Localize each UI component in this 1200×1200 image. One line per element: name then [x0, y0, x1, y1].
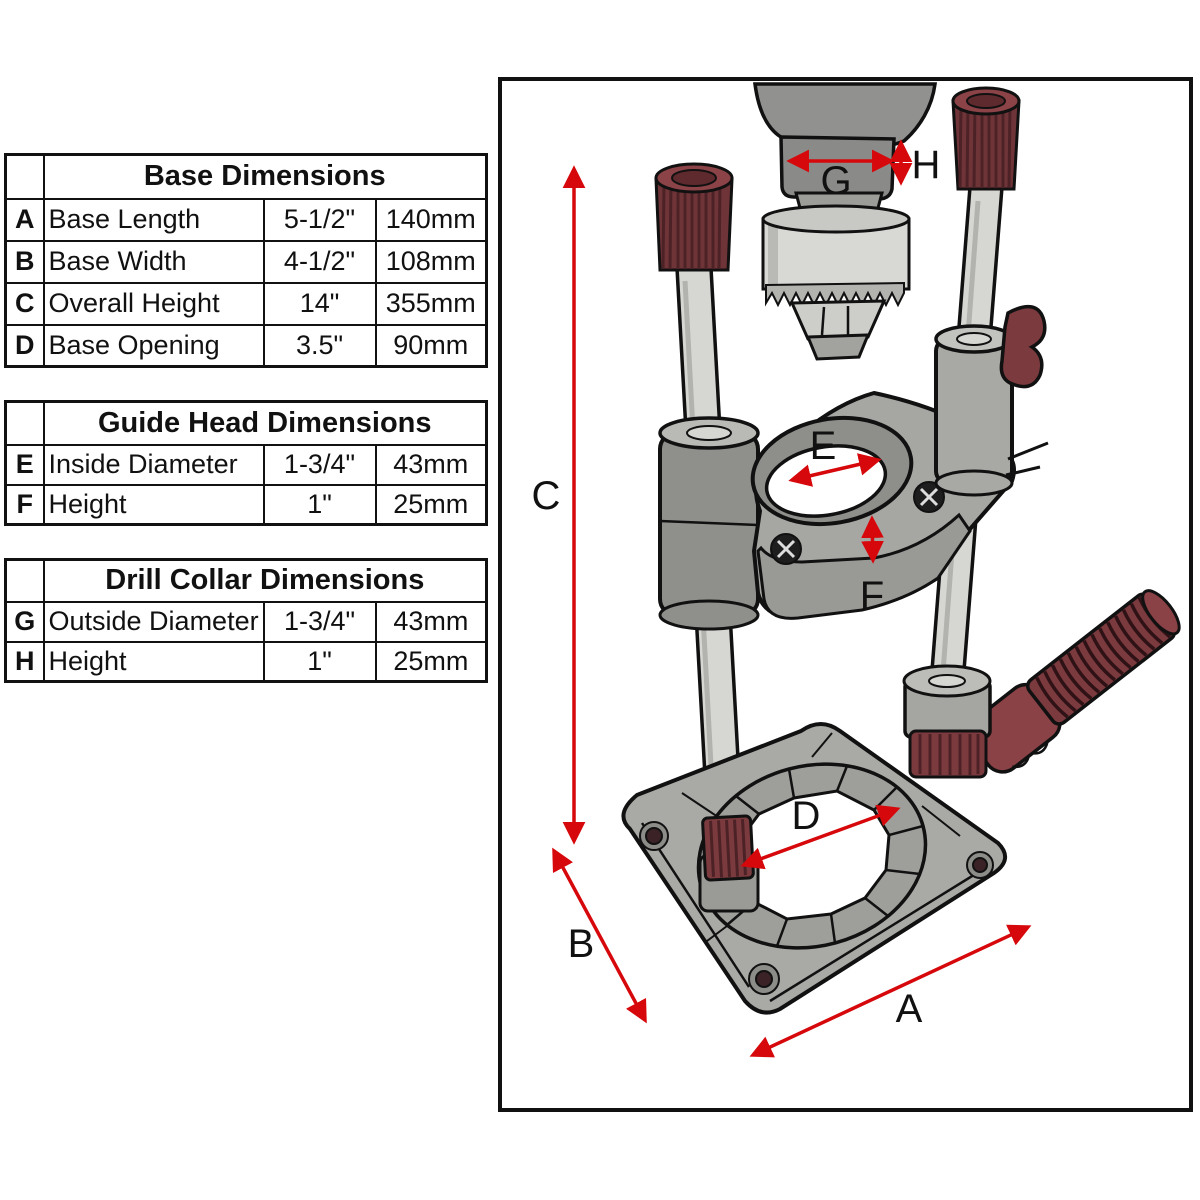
chuck-jaws: [789, 299, 887, 341]
dim-mm: 43mm: [374, 600, 488, 643]
clamp-screw: [770, 533, 802, 565]
dimension-arrow-d: [740, 804, 901, 870]
dimension-label-d: D: [792, 794, 821, 838]
base-dimensions-table: Base Dimensions A Base Length 5-1/2" 140…: [4, 153, 488, 368]
table-title: Guide Head Dimensions: [42, 400, 488, 446]
dim-letter: F: [4, 483, 45, 526]
dimension-arrow-f: [861, 515, 884, 564]
dim-mm: 355mm: [374, 281, 488, 326]
dim-letter: G: [4, 600, 45, 643]
dim-mm: 90mm: [374, 323, 488, 368]
dimension-label-g: G: [820, 159, 851, 203]
clamp-screw: [913, 481, 945, 513]
dimension-label-b: B: [568, 922, 595, 966]
table-title: Base Dimensions: [42, 153, 488, 200]
dim-name: Height: [42, 483, 265, 526]
dim-mm: 43mm: [374, 443, 488, 486]
dimension-arrow-a: [749, 924, 1032, 1058]
wing-lever: [999, 304, 1047, 389]
dim-mm: 108mm: [374, 239, 488, 284]
base-corner-screw: [639, 821, 669, 851]
dim-letter: C: [4, 281, 45, 326]
table-row: G Outside Diameter 1-3/4" 43mm: [4, 600, 488, 643]
guide-head-left-sleeve: [658, 416, 760, 631]
dimension-label-h: H: [912, 143, 941, 187]
dim-letter: A: [4, 197, 45, 242]
table-header-row: Base Dimensions: [4, 153, 488, 200]
diagram-panel: C H G E F D B A: [498, 77, 1193, 1112]
right-rod-base-boss: [902, 664, 992, 779]
drill-chuck: [761, 191, 911, 361]
dimension-label-e: E: [810, 424, 837, 468]
threaded-handle: [966, 589, 1181, 774]
corner-cell: [4, 558, 45, 603]
dim-inches: 1-3/4": [262, 600, 377, 643]
dimension-label-a: A: [896, 987, 923, 1031]
dimension-labels: C H G E F D B A: [532, 143, 941, 1031]
dim-name: Base Length: [42, 197, 265, 242]
dimension-arrow-e: [788, 453, 882, 487]
dim-name: Height: [42, 640, 265, 683]
dim-inches: 1": [262, 640, 377, 683]
dim-name: Inside Diameter: [42, 443, 265, 486]
table-header-row: Drill Collar Dimensions: [4, 558, 488, 603]
table-header-row: Guide Head Dimensions: [4, 400, 488, 446]
corner-cell: [4, 153, 45, 200]
left-knurled-knob: [654, 162, 734, 272]
dim-mm: 25mm: [374, 483, 488, 526]
base-corner-screw: [748, 963, 780, 995]
corner-cell: [4, 400, 45, 446]
guide-head-dimensions-table: Guide Head Dimensions E Inside Diameter …: [4, 400, 488, 526]
dimension-arrow-b: [552, 847, 647, 1024]
dim-letter: H: [4, 640, 45, 683]
dimension-label-c: C: [532, 474, 561, 518]
dim-letter: E: [4, 443, 45, 486]
table-row: A Base Length 5-1/2" 140mm: [4, 197, 488, 242]
dim-name: Overall Height: [42, 281, 265, 326]
table-row: H Height 1" 25mm: [4, 640, 488, 683]
table-row: C Overall Height 14" 355mm: [4, 281, 488, 326]
dim-inches: 1": [262, 483, 377, 526]
dim-mm: 25mm: [374, 640, 488, 683]
dim-inches: 5-1/2": [262, 197, 377, 242]
dimension-arrows: [552, 139, 1032, 1058]
drill-guide-illustration: C H G E F D B A: [532, 82, 1181, 1058]
base-corner-screw: [966, 851, 994, 879]
dim-name: Base Opening: [42, 323, 265, 368]
dim-letter: B: [4, 239, 45, 284]
dim-inches: 4-1/2": [262, 239, 377, 284]
dimension-label-f: F: [860, 574, 884, 618]
chuck-tip: [805, 333, 871, 361]
dim-inches: 14": [262, 281, 377, 326]
right-knurled-knob: [951, 86, 1021, 191]
table-row: E Inside Diameter 1-3/4" 43mm: [4, 443, 488, 486]
dim-name: Base Width: [42, 239, 265, 284]
drill-collar-dimensions-table: Drill Collar Dimensions G Outside Diamet…: [4, 558, 489, 683]
dim-inches: 1-3/4": [262, 443, 377, 486]
dim-name: Outside Diameter: [42, 600, 265, 643]
dim-letter: D: [4, 323, 45, 368]
table-row: F Height 1" 25mm: [4, 483, 488, 526]
table-row: B Base Width 4-1/2" 108mm: [4, 239, 488, 284]
guide-head: [658, 304, 1049, 631]
table-title: Drill Collar Dimensions: [42, 558, 488, 603]
dim-mm: 140mm: [374, 197, 488, 242]
table-row: D Base Opening 3.5" 90mm: [4, 323, 488, 368]
dim-inches: 3.5": [262, 323, 377, 368]
